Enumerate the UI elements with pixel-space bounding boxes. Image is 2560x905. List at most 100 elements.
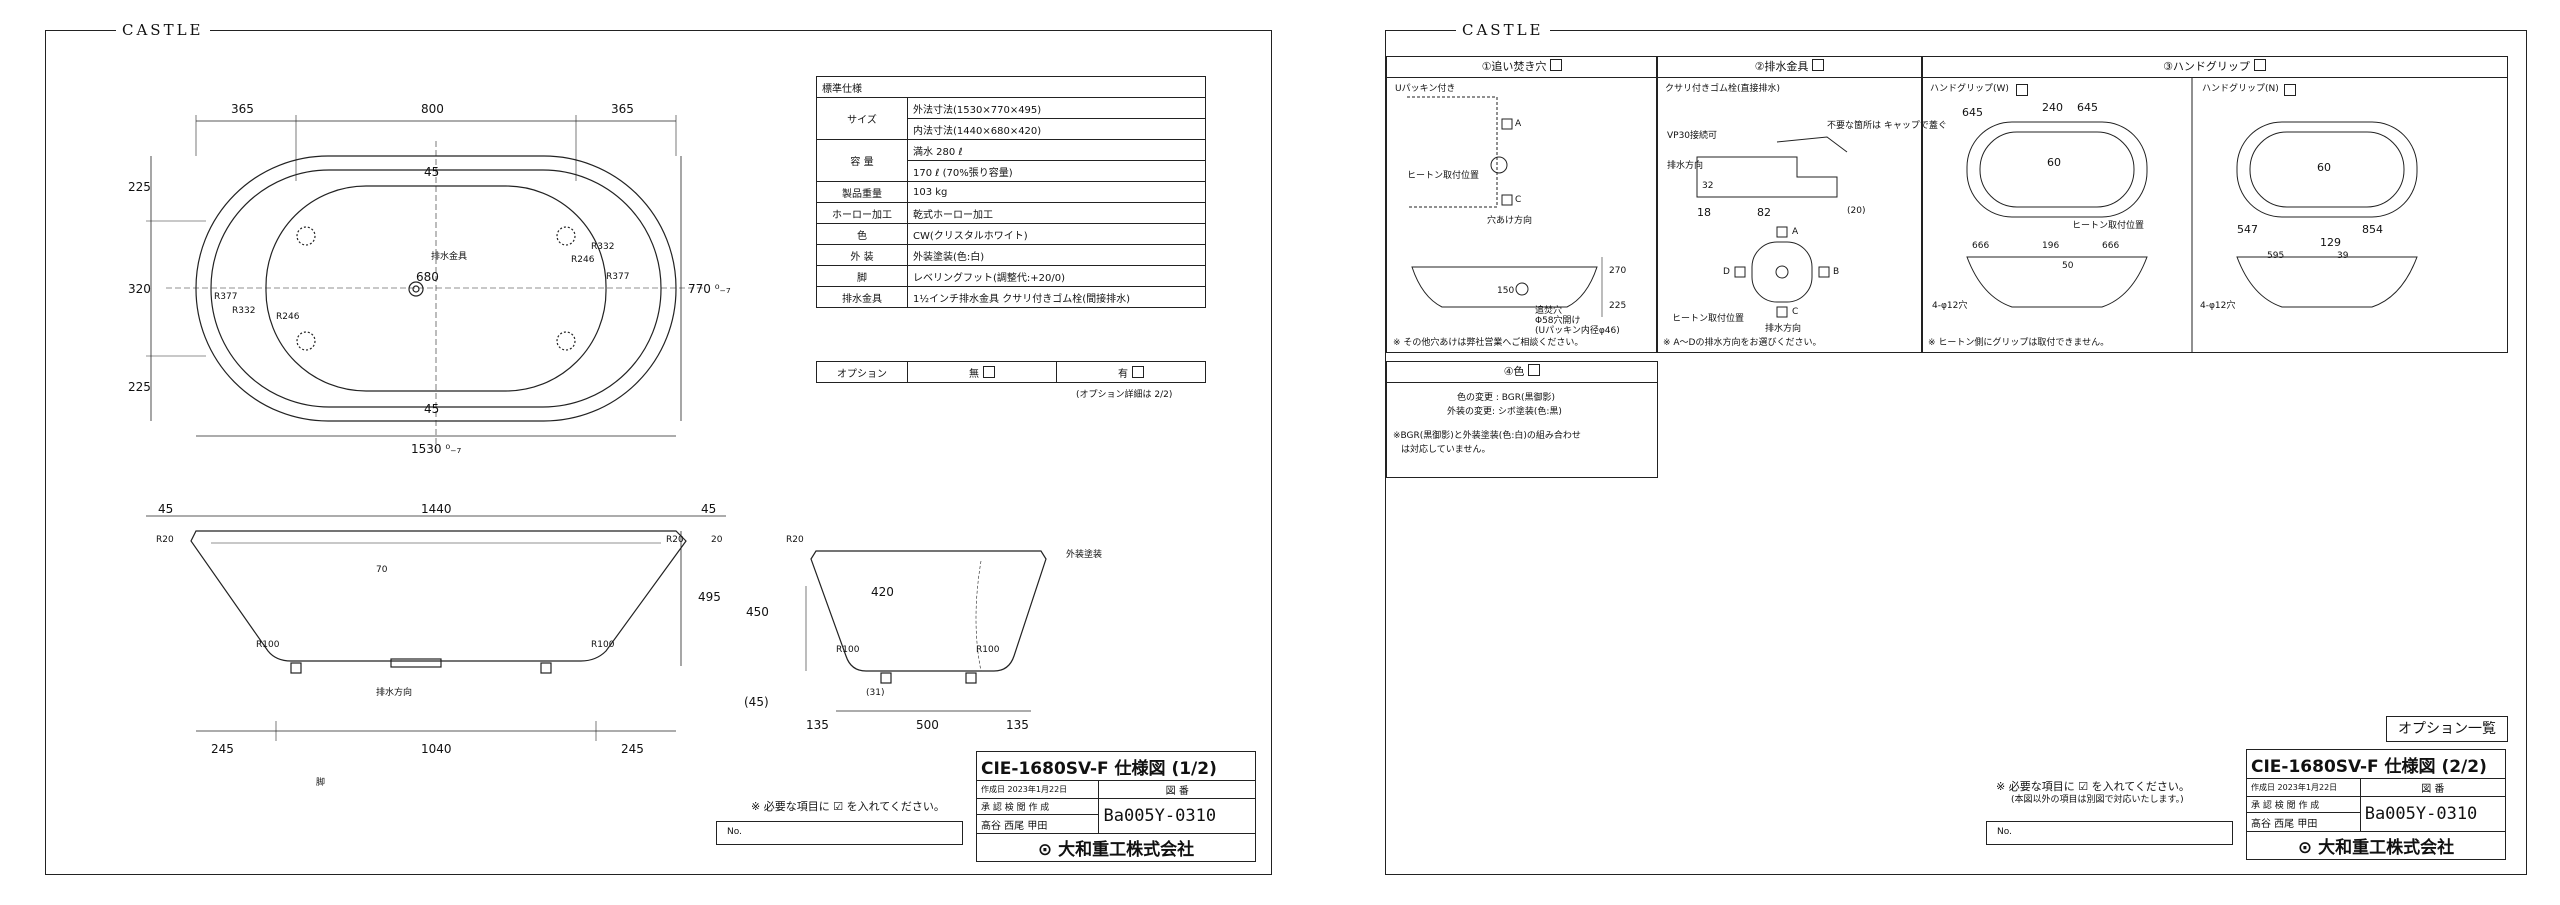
number-field-2[interactable]: No. — [1986, 821, 2233, 845]
section-dim-420: 420 — [871, 585, 894, 599]
drain-heater: ヒートン取付位置 — [1672, 314, 1745, 324]
grip-n-854: 854 — [2362, 223, 2383, 236]
section-r100-right: R100 — [976, 645, 1000, 655]
option-panel-reheat: ①追い焚き穴 Uパッキン付き A C ヒートン取付位置 穴あけ方向 150 27… — [1386, 56, 1658, 353]
grip-checkbox[interactable] — [2253, 59, 2266, 71]
number-label-2: No. — [1997, 827, 2012, 837]
panel-drain-title: ②排水金具 — [1754, 60, 1809, 73]
grip-w-196: 196 — [2042, 241, 2060, 251]
drain-a: A — [1792, 227, 1799, 237]
brand-logo-2: CASTLE — [1456, 21, 1550, 39]
reheat-checkbox[interactable] — [1550, 59, 1563, 71]
radius-r332-right: R332 — [591, 242, 615, 252]
side-dim-45-left: 45 — [158, 502, 174, 516]
number-field[interactable]: No. — [716, 821, 963, 845]
spec-sheet-1: CASTLE — [45, 21, 1272, 875]
spec-weight: 103 kg — [907, 181, 1206, 203]
option-yes-label: 有 — [1118, 368, 1128, 380]
reheat-hole-note: 追焚穴 — [1535, 306, 1563, 316]
drain-sub: クサリ付きゴム栓(直接排水) — [1665, 84, 1781, 94]
drain-d20: (20) — [1847, 206, 1866, 216]
approval-roles-2: 承 認 検 閲 作 成 — [2246, 796, 2361, 813]
color-line-2: 外装の変更: シボ塗装(色:黒) — [1447, 407, 1562, 417]
side-r20-left: R20 — [156, 535, 174, 545]
section-r100-left: R100 — [836, 645, 860, 655]
panel-grip-title: ③ハンドグリップ — [2163, 60, 2250, 73]
dim-770: 770 ⁰₋₇ — [688, 282, 731, 296]
dim-45-bottom: 45 — [424, 402, 440, 416]
dim-320: 320 — [128, 282, 151, 296]
created-date-2: 作成日 2023年1月22日 — [2246, 778, 2361, 797]
spec-label-size: サイズ — [816, 97, 908, 140]
drawing-number-label-2: 図 番 — [2359, 778, 2507, 797]
title-block-2: CIE-1680SV-F 仕様図 (2/2) 作成日 2023年1月22日図 番… — [2246, 749, 2507, 860]
approval-signs-2: 髙谷 西尾 甲田 — [2246, 812, 2361, 832]
grip-w-50: 50 — [2062, 261, 2074, 271]
grip-w-checkbox[interactable] — [2016, 84, 2028, 96]
drain-b: B — [1833, 267, 1840, 277]
panel-drain-header: ②排水金具 — [1657, 57, 1922, 78]
reheat-hole-size: Φ58穴開け — [1535, 316, 1581, 326]
drawing-code-1: Ba005Y-0310 — [1098, 798, 1256, 834]
color-line-3: ※BGR(黒御影)と外装塗装(色:白)の組み合わせ — [1393, 431, 1581, 441]
section-r20: R20 — [786, 535, 804, 545]
panel-reheat-title: ①追い焚き穴 — [1481, 60, 1547, 73]
spec-capacity-full: 満水 280 ℓ — [907, 139, 1206, 161]
spec-label-capacity: 容 量 — [816, 139, 908, 182]
spec-label-exterior: 外 装 — [816, 244, 908, 266]
color-line-1: 色の変更 : BGR(黒御影) — [1457, 393, 1556, 403]
grip-w-240: 240 — [2042, 101, 2063, 114]
reheat-packing: (Uパッキン内径φ46) — [1535, 326, 1620, 336]
side-dim-45-right: 45 — [701, 502, 717, 516]
grip-w-645-right: 645 — [2077, 101, 2098, 114]
section-outer-paint: 外装塗装 — [1066, 550, 1103, 560]
color-line-4: は対応していません。 — [1401, 445, 1491, 455]
created-date-1: 作成日 2023年1月22日 — [975, 780, 1100, 799]
reheat-note: ※ その他穴あけは弊社営業へご相談ください。 — [1393, 338, 1584, 348]
drain-direction-2: 排水方向 — [1765, 324, 1802, 334]
drain-c: C — [1792, 307, 1799, 317]
reheat-d270: 270 — [1609, 266, 1627, 276]
approval-roles-1: 承 認 検 閲 作 成 — [975, 798, 1100, 815]
option-table: オプション 無 有 — [816, 361, 1206, 383]
panel-grip-header: ③ハンドグリップ — [1922, 57, 2507, 78]
section-dim-45: (45) — [744, 695, 769, 709]
company-name-1: ⊙ 大和重工株式会社 — [976, 833, 1256, 862]
grip-n-label: ハンドグリップ(N) — [2202, 84, 2279, 94]
spec-label-weight: 製品重量 — [816, 181, 908, 203]
panel-color-title: ④色 — [1503, 365, 1525, 378]
grip-w-645-left: 645 — [1962, 106, 1983, 119]
drawing-sheet-1 — [146, 115, 1047, 741]
grip-n-60: 60 — [2317, 161, 2331, 174]
option-none-checkbox[interactable] — [983, 365, 995, 378]
reheat-d150: 150 — [1497, 286, 1515, 296]
spec-leg: レベリングフット(調整代:+20/0) — [907, 265, 1206, 287]
drain-d: D — [1723, 267, 1730, 277]
approval-signs-1: 髙谷 西尾 甲田 — [975, 814, 1100, 834]
spec-header: 標準仕様 — [816, 76, 1206, 98]
reheat-a: A — [1515, 119, 1522, 129]
side-drain-direction: 排水方向 — [376, 688, 413, 698]
dim-225-bottom: 225 — [128, 380, 151, 394]
drain-direction: 排水方向 — [1667, 161, 1704, 171]
drain-cap: 不要な箇所は キャップで蓋ぐ — [1827, 121, 1947, 131]
grip-w-heater: ヒートン取付位置 — [2072, 221, 2145, 231]
grip-n-checkbox[interactable] — [2284, 84, 2296, 96]
option-label: オプション — [816, 361, 908, 383]
option-detail-note: (オプション詳細は 2/2) — [1076, 390, 1173, 400]
drawing-title-2: CIE-1680SV-F 仕様図 (2/2) — [2246, 749, 2506, 779]
option-yes-checkbox[interactable] — [1132, 365, 1144, 378]
option-none-cell: 無 — [907, 361, 1057, 383]
section-dim-450: 450 — [746, 605, 769, 619]
color-checkbox[interactable] — [1528, 364, 1541, 376]
side-r20-right: R20 — [666, 535, 684, 545]
reheat-sub: Uパッキン付き — [1395, 84, 1456, 94]
reheat-d225: 225 — [1609, 301, 1627, 311]
company-name-2: ⊙ 大和重工株式会社 — [2246, 831, 2506, 860]
side-dim-1440: 1440 — [421, 502, 452, 516]
drawing-title-1: CIE-1680SV-F 仕様図 (1/2) — [976, 751, 1256, 781]
panel-color-header: ④色 — [1387, 362, 1657, 383]
grip-note: ※ ヒートン側にグリップは取付できません。 — [1928, 338, 2110, 348]
drain-d32: 32 — [1702, 181, 1714, 191]
drain-checkbox[interactable] — [1812, 59, 1825, 71]
